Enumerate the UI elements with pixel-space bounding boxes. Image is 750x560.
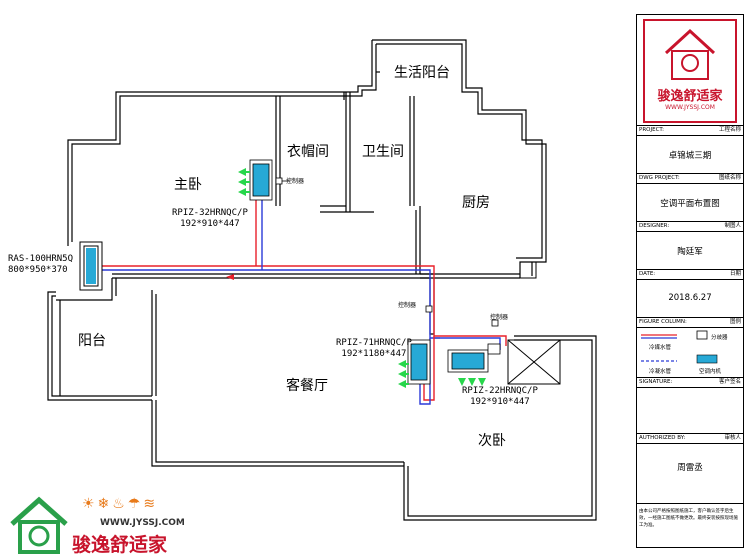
figure-header: FIGURE COLUMN: 图例 <box>637 317 743 328</box>
figure-label: FIGURE COLUMN: <box>639 319 687 325</box>
outdoor-unit-model: RAS-100HRN5Q <box>8 254 74 264</box>
living-unit-model: RPIZ-71HRNQC/P <box>336 338 412 348</box>
project-cn-label: 工程名称 <box>718 127 741 133</box>
house-logo-icon <box>664 28 716 80</box>
project-header: PROJECT: 工程名称 <box>637 125 743 136</box>
dwg-header: DWG PROJECT: 图纸名称 <box>637 173 743 184</box>
project-value: 卓锦城三期 <box>668 151 712 161</box>
controller-label-living: 控制器 <box>398 302 417 309</box>
designer-cn-label: 制图人 <box>724 223 741 229</box>
title-block: 骏逸舒适家 WWW.JYSSJ.COM PROJECT: 工程名称 卓锦城三期 … <box>636 14 744 548</box>
signature-label: SIGNATURE: <box>639 379 673 385</box>
room-kitchen: 厨房 <box>462 195 490 211</box>
walls <box>47 39 597 521</box>
title-logo-url: WWW.JYSSJ.COM <box>665 104 715 111</box>
designer-value: 陶廷军 <box>677 247 703 257</box>
authorized-cn-label: 审核人 <box>724 435 741 441</box>
authorized-header: AUTHORIZED BY: 审核人 <box>637 433 743 444</box>
dwg-label: DWG PROJECT: <box>639 175 680 181</box>
airflow-arrows <box>238 168 486 388</box>
title-logo: 骏逸舒适家 WWW.JYSSJ.COM <box>643 19 737 123</box>
signature-header: SIGNATURE: 客户签名 <box>637 377 743 388</box>
date-label: DATE: <box>639 271 656 277</box>
house-icon <box>10 496 68 554</box>
second-unit-label: RPIZ-22HRNQC/P 192*910*447 <box>462 386 538 408</box>
date-cn-label: 日期 <box>729 271 741 277</box>
legend-divider: 分歧器 <box>711 335 728 341</box>
dwg-value: 空调平面布置图 <box>660 199 720 209</box>
living-indoor-unit <box>407 339 431 385</box>
second-unit-size: 192*910*447 <box>470 397 530 407</box>
watermark-url: WWW.JYSSJ.COM <box>100 518 185 528</box>
master-unit-model: RPIZ-32HRNQC/P <box>172 208 248 218</box>
room-utility-balcony: 生活阳台 <box>394 65 450 81</box>
figure-cn-label: 图例 <box>729 319 741 325</box>
weather-icons: ☀❄♨☂≋ <box>82 496 159 512</box>
outdoor-unit <box>79 241 103 291</box>
signature-cn-label: 客户签名 <box>718 379 741 385</box>
master-indoor-unit <box>249 159 273 201</box>
kitchen-fixtures <box>507 261 561 385</box>
controller-markers <box>275 177 499 327</box>
blue-pipe-main <box>100 269 501 350</box>
date-value: 2018.6.27 <box>668 293 712 303</box>
room-master-bedroom: 主卧 <box>174 177 202 193</box>
room-balcony: 阳台 <box>78 333 106 349</box>
red-pipe-living <box>423 336 435 401</box>
controller-label-master: 控制器 <box>286 178 305 185</box>
second-indoor-unit <box>447 343 501 373</box>
living-unit-size: 192*1180*447 <box>341 349 407 359</box>
second-unit-model: RPIZ-22HRNQC/P <box>462 386 538 396</box>
designer-header: DESIGNER: 制图人 <box>637 221 743 232</box>
authorized-label: AUTHORIZED BY: <box>639 435 686 441</box>
project-label: PROJECT: <box>639 127 665 133</box>
title-logo-brand: 骏逸舒适家 <box>657 89 723 104</box>
dwg-cn-label: 图纸名称 <box>718 175 741 181</box>
designer-label: DESIGNER: <box>639 223 670 229</box>
outdoor-unit-label: RAS-100HRN5Q 800*950*370 <box>8 254 73 276</box>
master-unit-size: 192*910*447 <box>180 219 240 229</box>
legend-indoor-unit: 空调内机 <box>699 369 722 375</box>
brand-watermark: ☀❄♨☂≋ WWW.JYSSJ.COM 骏逸舒适家 <box>8 494 238 556</box>
pipe-lines <box>100 196 507 405</box>
floor-plan <box>47 39 597 521</box>
room-second-bedroom: 次卧 <box>478 433 506 449</box>
date-header: DATE: 日期 <box>637 269 743 280</box>
legend-graphics <box>641 330 718 364</box>
room-bathroom: 卫生间 <box>362 144 404 160</box>
living-unit-label: RPIZ-71HRNQC/P 192*1180*447 <box>336 338 412 360</box>
controller-label-second: 控制器 <box>490 314 509 321</box>
legend-refrigerant: 冷媒水管 <box>649 345 672 351</box>
authorized-value: 周雷丞 <box>677 463 703 473</box>
footer-note: 由本公司严格按照图纸施工，客户确认签字后生效，一经施工图纸不做更改。最终安装按照… <box>637 503 743 547</box>
pipe-arrow <box>226 274 234 280</box>
legend-condensate: 冷凝水管 <box>649 369 672 375</box>
watermark-brand: 骏逸舒适家 <box>72 534 168 556</box>
outdoor-unit-size: 800*950*370 <box>8 265 68 275</box>
master-unit-label: RPIZ-32HRNQC/P 192*910*447 <box>172 208 248 230</box>
room-living-dining: 客餐厅 <box>286 378 328 394</box>
room-cloakroom: 衣帽间 <box>287 144 329 160</box>
